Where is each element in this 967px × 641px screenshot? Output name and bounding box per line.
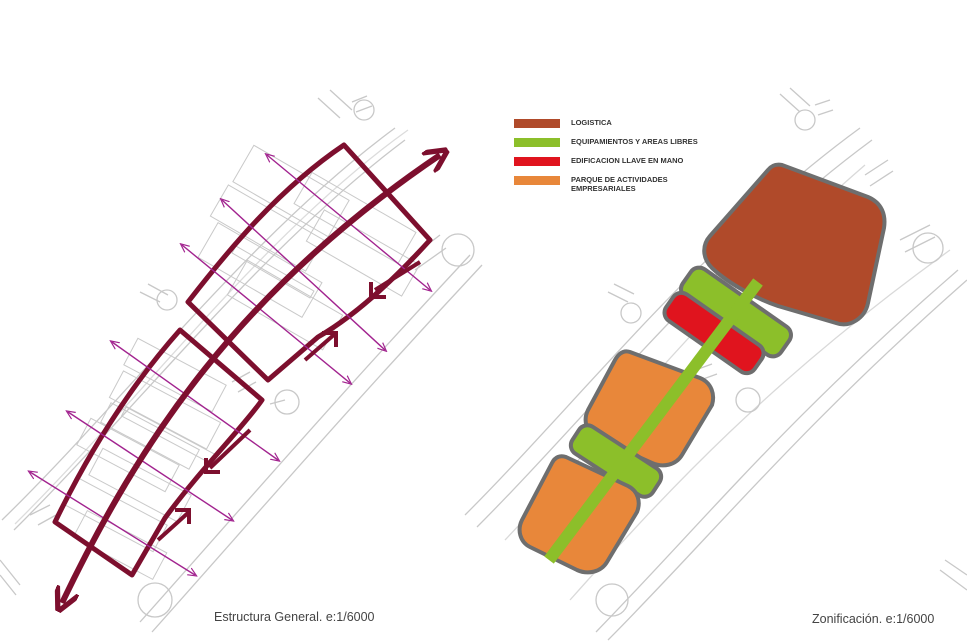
legend-label: EQUIPAMIENTOS Y AREAS LIBRES — [571, 137, 698, 146]
left-secondary-arrows — [156, 260, 422, 542]
left-plan — [0, 89, 483, 633]
legend-swatch — [514, 138, 560, 147]
left-road-network — [0, 89, 483, 633]
zones — [517, 162, 887, 575]
legend-label: EDIFICACION LLAVE EN MANO — [571, 156, 684, 165]
short-arrow-head — [204, 458, 220, 474]
short-arrow — [208, 428, 252, 470]
short-arrow — [373, 260, 422, 292]
short-arrow — [303, 331, 338, 362]
legend-label: LOGISTICA — [571, 118, 612, 127]
green-spine — [544, 278, 763, 564]
short-arrow-head — [369, 282, 386, 299]
left-plan-caption: Estructura General. e:1/6000 — [214, 610, 375, 624]
main-axis-arrow — [62, 155, 440, 603]
short-arrow — [156, 510, 191, 542]
legend-swatch — [514, 157, 560, 166]
short-arrow-head — [175, 508, 191, 524]
legend-label: PARQUE DE ACTIVIDADES EMPRESARIALES — [571, 175, 668, 193]
right-plan-caption: Zonificación. e:1/6000 — [812, 612, 935, 626]
legend-swatch — [514, 176, 560, 185]
legend-swatch — [514, 119, 560, 128]
short-arrow-head — [322, 331, 338, 347]
right-plan — [464, 87, 967, 641]
right-road-network — [464, 87, 967, 641]
